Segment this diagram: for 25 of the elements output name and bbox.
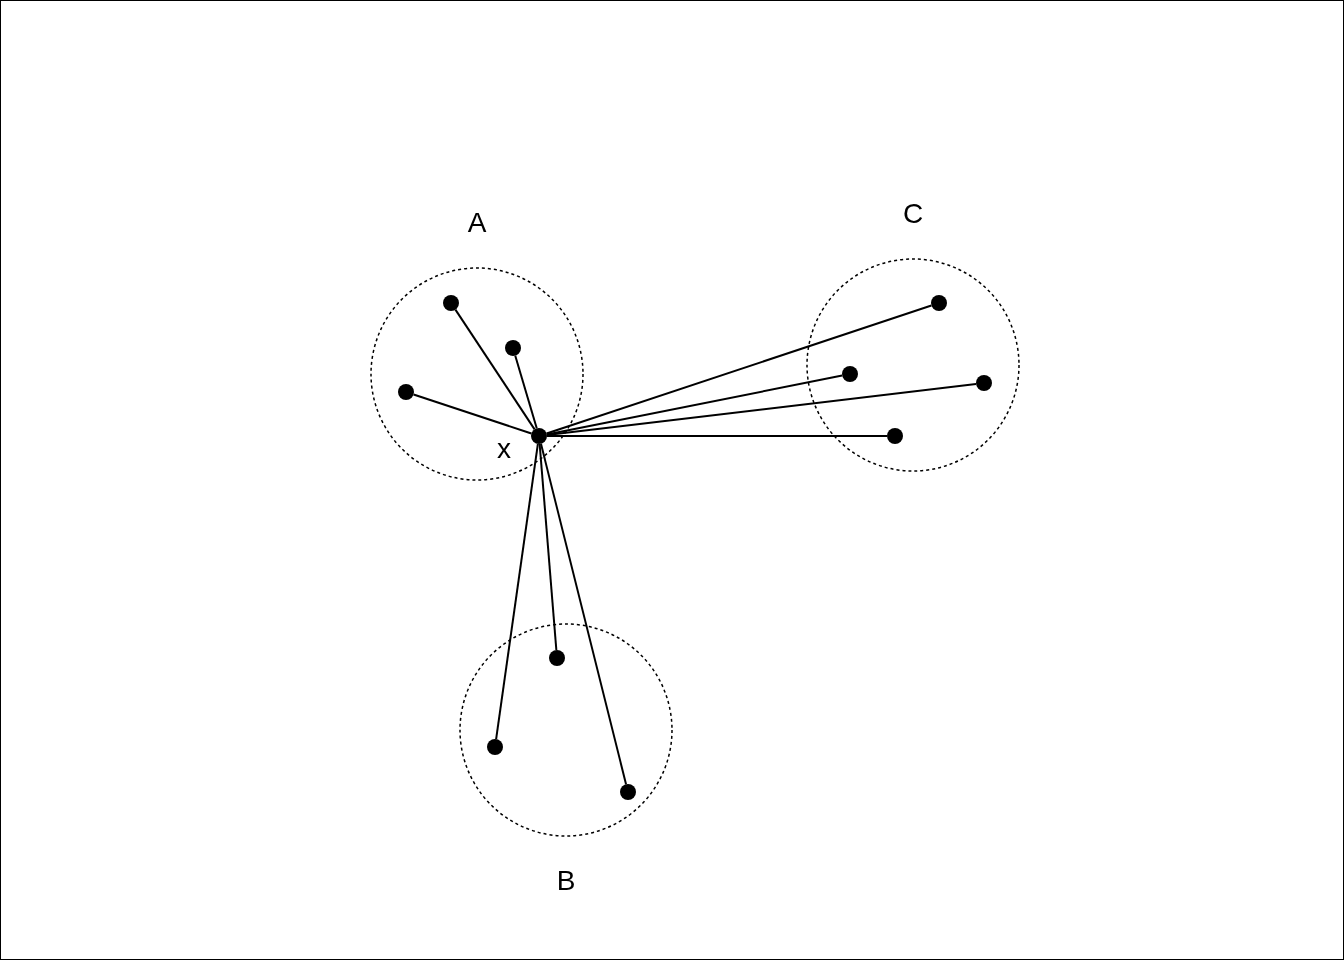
data-point	[842, 366, 858, 382]
data-point	[505, 340, 521, 356]
connector-line	[495, 442, 539, 741]
point-label: x	[497, 435, 511, 463]
connector-line	[412, 393, 533, 435]
data-point	[443, 295, 459, 311]
data-point	[976, 375, 992, 391]
data-point	[549, 650, 565, 666]
data-point	[531, 428, 547, 444]
data-point	[887, 428, 903, 444]
connector-line	[454, 308, 536, 431]
cluster-label: A	[467, 209, 487, 237]
data-point	[620, 784, 636, 800]
connector-line	[545, 374, 844, 436]
cluster-label: B	[556, 867, 576, 895]
connector-line	[545, 304, 933, 435]
connector-line	[545, 382, 978, 437]
data-point	[931, 295, 947, 311]
connector-line	[539, 442, 628, 786]
connector-line	[546, 435, 888, 437]
connector-line	[538, 442, 558, 652]
data-point	[487, 739, 503, 755]
cluster-label: C	[902, 200, 924, 228]
data-point	[398, 384, 414, 400]
connector-line	[514, 354, 538, 430]
